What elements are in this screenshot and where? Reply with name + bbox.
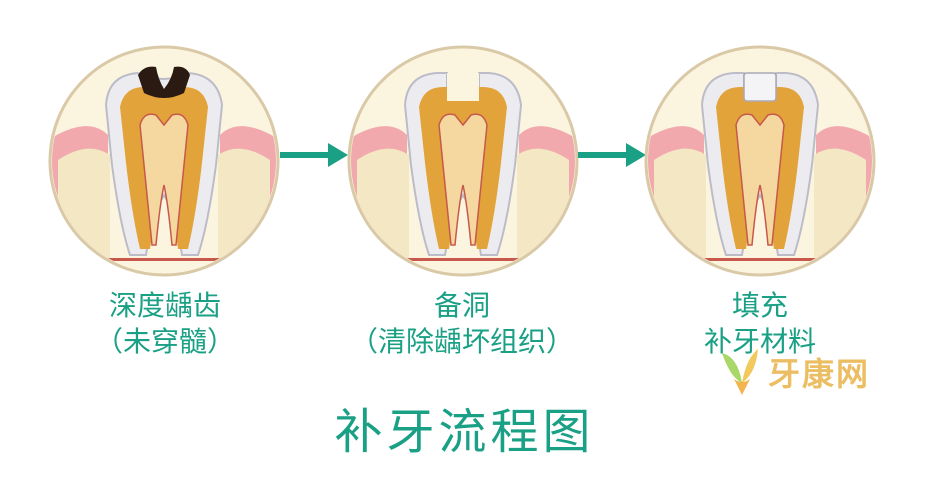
watermark-text: 牙康网	[768, 349, 870, 395]
diagram-title: 补牙流程图	[0, 392, 929, 462]
step-caption-prep: 备洞 （清除龋坏组织）	[312, 288, 612, 360]
step-caption-line1: 深度龋齿	[15, 288, 315, 324]
arrow-right-icon	[578, 140, 648, 170]
step-caption-decay: 深度龋齿 （未穿髓）	[15, 288, 315, 360]
tooth-panel-filling	[644, 45, 876, 277]
leaf-logo-icon	[716, 343, 766, 399]
watermark-logo: 牙康网	[716, 343, 896, 399]
step-caption-line1: 填充	[610, 288, 910, 324]
step-caption-line1: 备洞	[312, 288, 612, 324]
step-caption-line2: （未穿髓）	[15, 324, 315, 360]
tooth-prep-illustration	[347, 45, 579, 277]
tooth-panel-decay	[48, 45, 280, 277]
tooth-filling-illustration	[644, 45, 876, 277]
tooth-decay-illustration	[48, 45, 280, 277]
arrow-right-icon	[280, 140, 350, 170]
step-caption-line2: （清除龋坏组织）	[312, 324, 612, 360]
tooth-panel-prep	[347, 45, 579, 277]
